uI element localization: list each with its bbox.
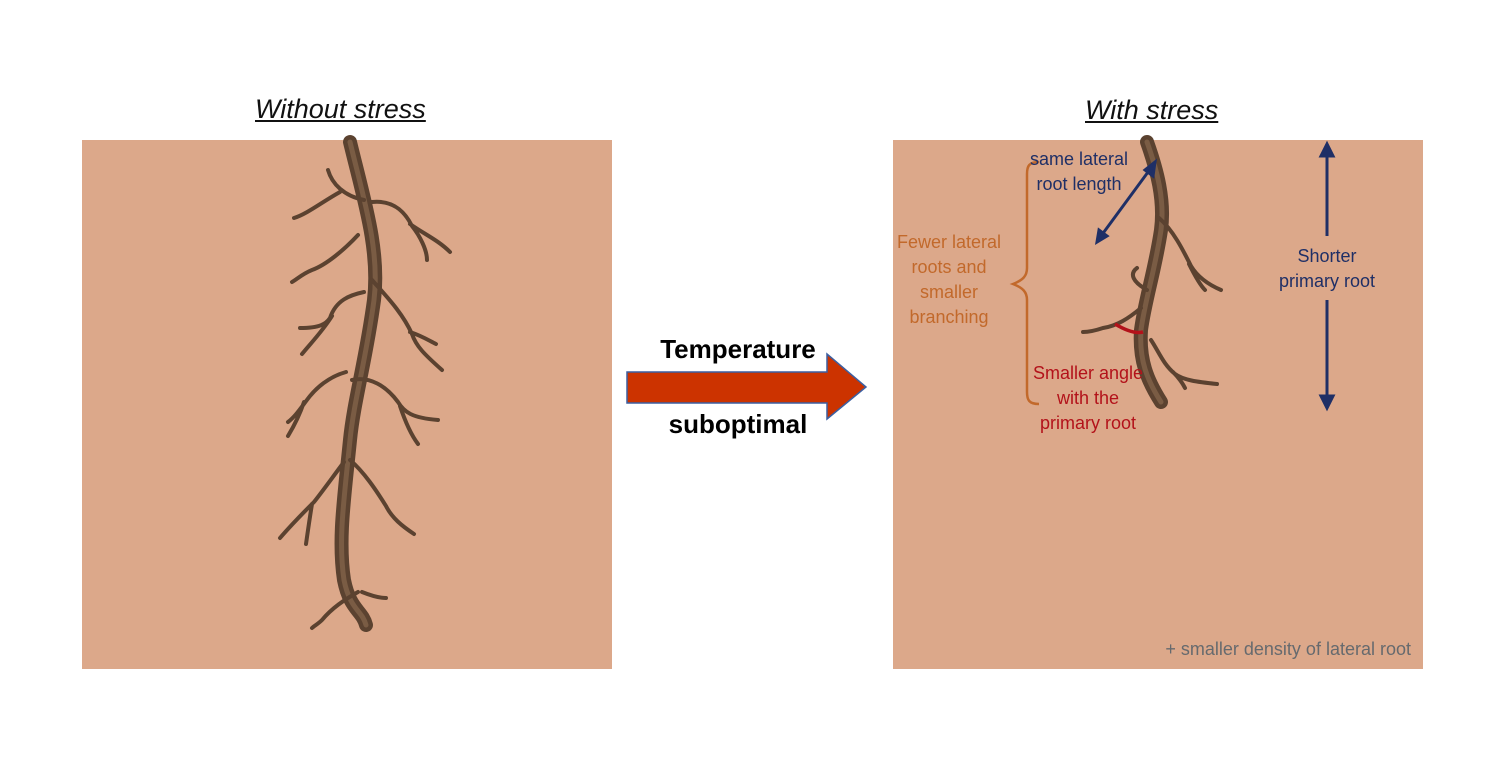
- transition-label-top: Temperature: [660, 334, 816, 364]
- lateral-root: [290, 233, 360, 284]
- density-note: + smaller density of lateral root: [1165, 639, 1411, 659]
- right-panel-title: With stress: [1085, 95, 1219, 125]
- left-soil-panel: [82, 135, 612, 669]
- lateral-length-arrow: [1094, 158, 1158, 245]
- lateral-root: [360, 590, 388, 600]
- fewer-lateral-roots-label: Fewer lateral roots and smaller branchin…: [896, 232, 1002, 327]
- angle-arc: [1114, 322, 1144, 335]
- primary-length-arrow: [1318, 140, 1336, 412]
- transition-label-bottom: suboptimal: [668, 409, 808, 439]
- smaller-angle-label: Smaller angle with the primary root: [1032, 363, 1144, 433]
- lateral-root: [370, 278, 444, 372]
- healthy-root-system: [278, 135, 452, 632]
- lateral-root: [278, 460, 346, 546]
- lateral-root: [310, 590, 360, 630]
- shorter-primary-root-label: Shorter primary root: [1278, 246, 1376, 291]
- lateral-root: [286, 370, 348, 438]
- lateral-root: [370, 199, 452, 262]
- lateral-root: [292, 168, 366, 220]
- lateral-root: [1157, 216, 1223, 292]
- lateral-root: [350, 377, 440, 446]
- transition-arrow: [626, 352, 868, 421]
- left-panel-title: Without stress: [255, 94, 426, 124]
- lateral-count-brace: [1009, 160, 1040, 406]
- lateral-root: [348, 458, 416, 536]
- right-soil-panel: same lateral root length Fewer lateral r…: [893, 135, 1423, 669]
- lateral-root: [298, 290, 366, 356]
- stressed-root-system: [1009, 135, 1336, 412]
- lateral-root: [1149, 338, 1219, 390]
- lateral-length-label: same lateral root length: [1029, 149, 1129, 194]
- lateral-root: [1081, 266, 1149, 334]
